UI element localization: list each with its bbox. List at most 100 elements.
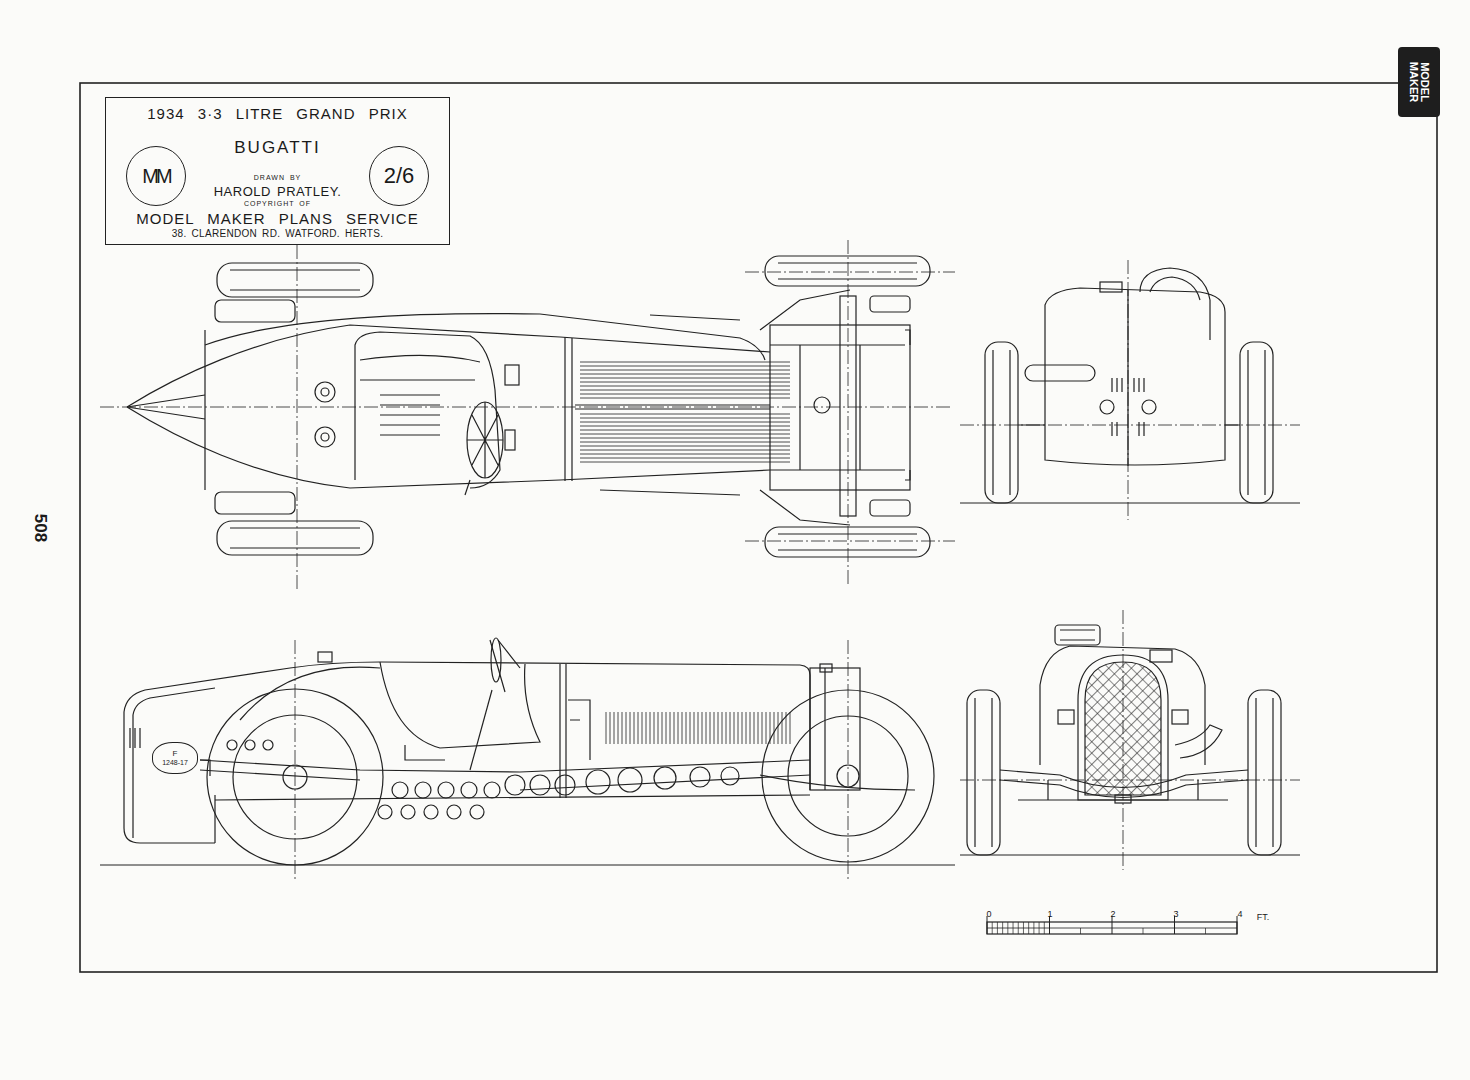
plan-view	[100, 240, 955, 592]
drawn-line	[580, 446, 790, 447]
drawn-line	[762, 712, 763, 744]
drawn-line	[726, 712, 727, 744]
drawn-line	[580, 394, 790, 395]
drawn-line	[580, 462, 790, 463]
drawn-line	[674, 712, 675, 744]
lightening-hole	[618, 768, 642, 792]
drawn-line	[610, 712, 611, 744]
lightening-hole	[530, 775, 550, 795]
lightening-hole	[263, 740, 273, 750]
drawn-line	[580, 418, 790, 419]
drawn-line	[722, 712, 723, 744]
drawn-line	[666, 712, 667, 744]
node-text: 1248-17	[162, 759, 188, 766]
drawn-line	[754, 712, 755, 744]
drawn-line	[670, 712, 671, 744]
lightening-hole	[470, 805, 484, 819]
drawn-line	[714, 712, 715, 744]
drawn-line	[1007, 922, 1008, 934]
lightening-hole	[438, 782, 454, 798]
drawn-line	[580, 438, 790, 439]
drawn-line	[580, 414, 790, 415]
drawn-line	[790, 712, 791, 744]
lightening-hole	[690, 767, 710, 787]
drawn-line	[580, 390, 790, 391]
lightening-hole	[555, 775, 575, 795]
drawn-line	[580, 458, 790, 459]
drawn-line	[1033, 922, 1034, 934]
title-line: 1934 3·3 LITRE GRAND PRIX	[106, 106, 449, 121]
drawn-line	[778, 712, 779, 744]
drawn-line	[738, 712, 739, 744]
drawn-line	[580, 442, 790, 443]
drawn-line	[580, 398, 790, 399]
drawn-line	[580, 426, 790, 427]
drawn-line	[786, 712, 787, 744]
drawn-line	[658, 712, 659, 744]
drawn-line	[992, 922, 993, 934]
drawn-line	[698, 712, 699, 744]
scale-unit: FT.	[1257, 913, 1270, 922]
lightening-hole	[392, 782, 408, 798]
drawn-line	[774, 712, 775, 744]
scale-number: 4	[1237, 910, 1242, 919]
drawn-line	[750, 712, 751, 744]
drawn-line	[614, 712, 615, 744]
drawn-line	[580, 382, 790, 383]
scale-number: 0	[986, 910, 991, 919]
drawn-line	[1044, 922, 1045, 934]
drawn-line	[694, 712, 695, 744]
lightening-hole	[654, 767, 676, 789]
drawn-line	[1174, 916, 1175, 934]
lightening-hole	[721, 767, 739, 785]
drawn-line	[634, 712, 635, 744]
lightening-hole	[505, 775, 525, 795]
drawn-line	[1237, 916, 1238, 934]
drawn-line	[642, 712, 643, 744]
drawn-line	[580, 366, 790, 367]
front-view	[960, 610, 1300, 870]
drawn-line	[766, 712, 767, 744]
lightening-hole	[227, 740, 237, 750]
drawn-line	[682, 712, 683, 744]
lightening-hole	[447, 805, 461, 819]
lightening-hole	[461, 782, 477, 798]
drawn-line	[606, 712, 607, 744]
drawn-line	[650, 712, 651, 744]
rear-view	[960, 260, 1300, 520]
drawn-line	[580, 374, 790, 375]
drawn-line	[580, 434, 790, 435]
drawn-line	[987, 916, 988, 934]
lightening-hole	[424, 805, 438, 819]
drawn-line	[782, 712, 783, 744]
drawn-line	[758, 712, 759, 744]
drawn-line	[654, 712, 655, 744]
scale-number: 1	[1047, 910, 1052, 919]
drawn-line	[662, 712, 663, 744]
drawn-line	[746, 712, 747, 744]
title-line: 38. CLARENDON RD. WATFORD. HERTS.	[106, 229, 449, 239]
drawn-line	[1080, 928, 1081, 934]
drawn-line	[690, 712, 691, 744]
drawn-line	[718, 712, 719, 744]
drawn-line	[626, 712, 627, 744]
drawn-line	[1013, 922, 1014, 934]
drawn-line	[1039, 922, 1040, 934]
drawn-line	[630, 712, 631, 744]
node-text: F	[173, 750, 178, 758]
scale-number: 3	[1173, 910, 1178, 919]
drawn-line	[1143, 928, 1144, 934]
scale-bar	[987, 916, 1237, 934]
title-line: MODEL MAKER PLANS SERVICE	[106, 211, 449, 226]
drawn-line	[742, 712, 743, 744]
drawn-line	[580, 422, 790, 423]
price-circle: 2/6	[369, 146, 429, 206]
drawn-line	[638, 712, 639, 744]
drawn-line	[1023, 922, 1024, 934]
drawn-line	[1028, 922, 1029, 934]
lightening-hole	[401, 805, 415, 819]
lightening-hole	[245, 740, 255, 750]
drawn-line	[580, 454, 790, 455]
drawn-line	[580, 386, 790, 387]
drawn-line	[580, 378, 790, 379]
